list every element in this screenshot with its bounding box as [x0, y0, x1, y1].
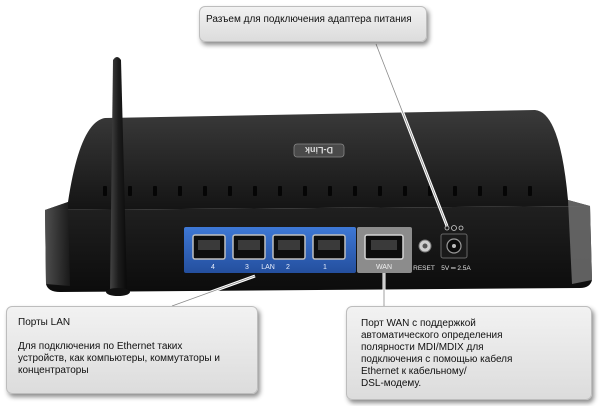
callout-wan-line-1: Порт WAN с поддержкой	[361, 318, 476, 329]
router-side-left	[45, 202, 70, 286]
callout-wan-line-3: полярности MDI/MDIX для	[361, 342, 484, 353]
callout-wan-line-4: подключения с помощью кабеля	[361, 354, 513, 365]
lan-port-number-3: 3	[245, 264, 249, 271]
callout-wan-line-5: Ethernet к кабельному/	[361, 366, 467, 377]
callout-lan-line-1: Для подключения по Ethernet таких	[18, 341, 183, 352]
callout-lan-ports: Порты LAN Для подключения по Ethernet та…	[6, 306, 258, 394]
callout-power-title: Разъем для подключения адаптера питания	[206, 14, 412, 25]
lan-ports	[192, 234, 346, 260]
vent-slots	[103, 186, 532, 196]
lan-port-number-2: 2	[286, 264, 290, 271]
lan-port-number-1: 1	[323, 264, 327, 271]
power-rating: 5V ═ 2.5A	[441, 265, 471, 272]
callout-wan-line-2: автоматического определения	[361, 330, 503, 341]
callout-lan-title: Порты LAN	[18, 317, 71, 328]
antenna-base	[106, 288, 130, 296]
wan-label: WAN	[376, 264, 392, 271]
lan-label: LAN	[261, 264, 275, 271]
router-side-right	[568, 200, 592, 284]
router-top	[45, 110, 590, 210]
callout-wan-line-6: DSL-модему.	[361, 378, 422, 389]
callout-lan-line-3: концентраторы	[18, 365, 89, 376]
callout-lan-line-2: устройств, как компьютеры, коммутаторы и	[18, 353, 220, 364]
brand-logo: D-Link	[304, 145, 333, 155]
callout-power-adapter: Разъем для подключения адаптера питания	[199, 6, 427, 42]
lan-port-number-4: 4	[211, 264, 215, 271]
antenna	[110, 57, 127, 292]
reset-label: RESET	[413, 265, 435, 272]
polarity-icon	[444, 225, 464, 231]
logo-badge	[293, 143, 345, 158]
callout-wan-port: Порт WAN с поддержкой автоматического оп…	[346, 306, 592, 400]
